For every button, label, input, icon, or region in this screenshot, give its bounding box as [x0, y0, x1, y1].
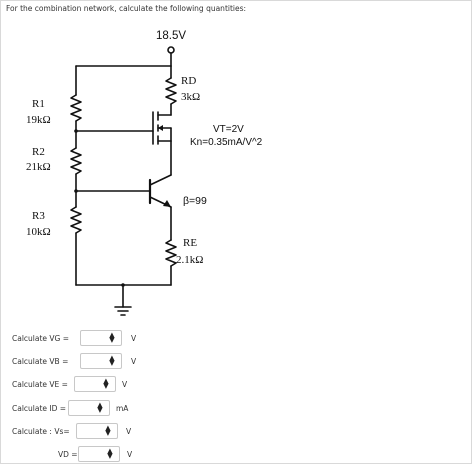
r2-name-label: R2	[32, 146, 45, 158]
junction-base	[74, 189, 78, 193]
beta-label: β=99	[183, 195, 207, 207]
question-text: For the combination network, calculate t…	[6, 4, 247, 13]
ve-select[interactable]: ▲▼	[74, 376, 116, 392]
id-select[interactable]: ▲▼	[68, 400, 110, 416]
answer-row-vs: Calculate : Vs= ▲▼ V	[0, 423, 474, 441]
answer-unit-vb: V	[131, 357, 137, 366]
bjt-emitter-arrow	[163, 200, 171, 207]
answer-label-vg: Calculate VG =	[12, 334, 70, 343]
select-arrows-icon: ▲▼	[105, 424, 111, 437]
rd-name-label: RD	[181, 75, 196, 87]
answer-row-ve: Calculate VE = ▲▼ V	[0, 376, 474, 394]
bjt-collector-lead	[149, 174, 172, 186]
rd-resistor	[165, 77, 177, 105]
answer-unit-vs: V	[126, 427, 132, 436]
answer-row-id: Calculate ID = ▲▼ mA	[0, 400, 474, 418]
select-arrows-icon: ▲▼	[97, 401, 103, 414]
vb-select[interactable]: ▲▼	[80, 353, 122, 369]
answer-unit-id: mA	[116, 404, 129, 413]
re-resistor	[165, 239, 177, 267]
answer-label-vb: Calculate VB =	[12, 357, 69, 366]
vt-label: VT=2V	[213, 124, 244, 135]
vd-select[interactable]: ▲▼	[78, 446, 120, 462]
junction-ground	[121, 283, 125, 287]
vs-select[interactable]: ▲▼	[76, 423, 118, 439]
r1-value-label: 19kΩ	[26, 114, 51, 126]
answer-label-vs: Calculate : Vs=	[12, 427, 70, 436]
re-value-label: 2.1kΩ	[176, 254, 203, 266]
rd-value-label: 3kΩ	[181, 91, 200, 103]
supply-label: 18.5V	[156, 30, 186, 42]
answer-unit-ve: V	[122, 380, 128, 389]
answer-unit-vg: V	[131, 334, 137, 343]
select-arrows-icon: ▲▼	[109, 354, 115, 367]
mosfet-arrow	[158, 125, 163, 131]
junction-gate	[74, 129, 78, 133]
kn-label: Kn=0.35mA/V^2	[190, 137, 263, 148]
answer-row-vg: Calculate VG = ▲▼ V	[0, 330, 474, 348]
r1-name-label: R1	[32, 98, 45, 110]
vg-select[interactable]: ▲▼	[80, 330, 122, 346]
answer-row-vb: Calculate VB = ▲▼ V	[0, 353, 474, 371]
answer-label-ve: Calculate VE =	[12, 380, 68, 389]
answer-label-vd: VD =	[58, 450, 78, 459]
r3-value-label: 10kΩ	[26, 226, 51, 238]
select-arrows-icon: ▲▼	[103, 377, 109, 390]
select-arrows-icon: ▲▼	[107, 447, 113, 460]
answer-row-vd: VD = ▲▼ V	[0, 446, 474, 464]
r2-value-label: 21kΩ	[26, 161, 51, 173]
r3-resistor	[70, 206, 82, 234]
r2-resistor	[70, 147, 82, 175]
answer-label-id: Calculate ID =	[12, 404, 67, 413]
r3-name-label: R3	[32, 210, 45, 222]
diagram-panel	[62, 22, 270, 330]
circuit-diagram: 18.5V RD 3kΩ R1 19kΩ R2 21kΩ R3 10kΩ VT=…	[26, 22, 270, 330]
answer-unit-vd: V	[127, 450, 133, 459]
r1-resistor	[70, 94, 82, 122]
select-arrows-icon: ▲▼	[109, 331, 115, 344]
re-name-label: RE	[183, 237, 197, 249]
